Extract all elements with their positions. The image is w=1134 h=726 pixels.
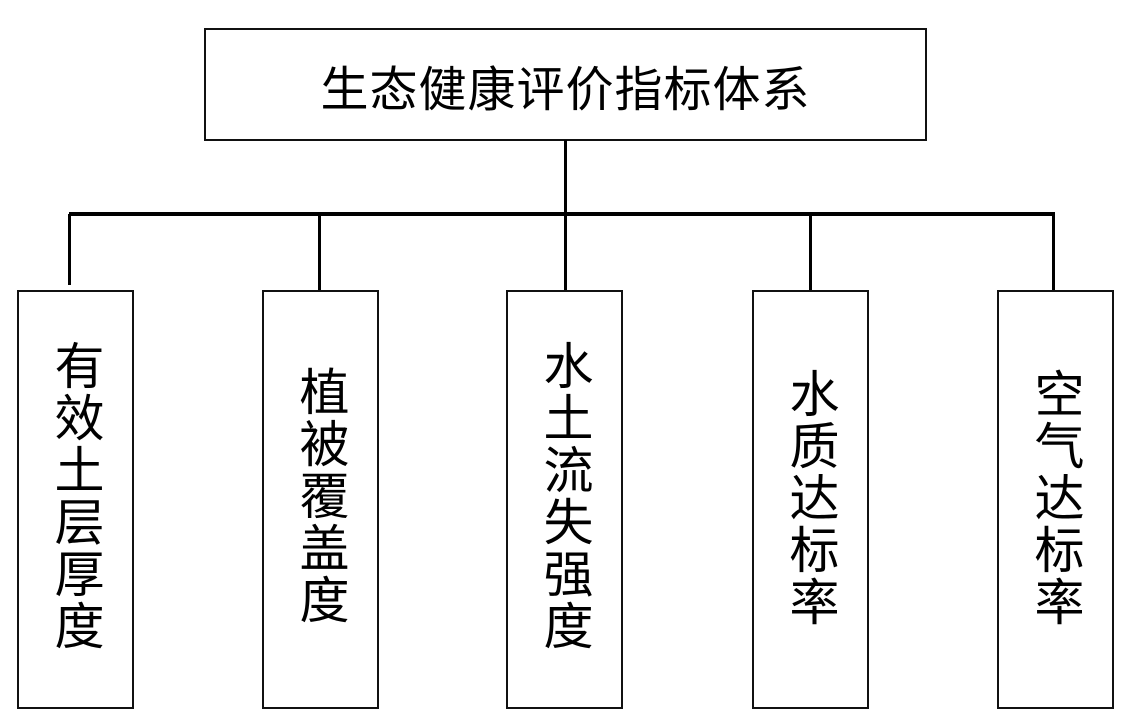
child-node: 水质达标率 — [752, 290, 869, 709]
child-node-label: 有效土层厚度 — [46, 340, 105, 652]
child-node-label: 水土流失强度 — [535, 340, 594, 652]
child-node: 有效土层厚度 — [17, 290, 134, 709]
child-node-label: 植被覆盖度 — [291, 366, 350, 626]
branch-connector — [1052, 214, 1055, 290]
child-node-label: 空气达标率 — [1026, 368, 1085, 628]
child-node: 空气达标率 — [997, 290, 1114, 709]
root-connector — [564, 140, 567, 215]
horizontal-bus — [69, 212, 1055, 216]
root-node: 生态健康评价指标体系 — [204, 28, 927, 141]
branch-connector — [809, 214, 812, 290]
branch-connector — [564, 214, 567, 290]
child-node: 水土流失强度 — [506, 290, 623, 709]
branch-connector — [318, 214, 321, 290]
root-node-label: 生态健康评价指标体系 — [320, 61, 811, 118]
child-node: 植被覆盖度 — [262, 290, 379, 709]
child-node-label: 水质达标率 — [781, 368, 840, 628]
branch-connector — [68, 214, 71, 285]
